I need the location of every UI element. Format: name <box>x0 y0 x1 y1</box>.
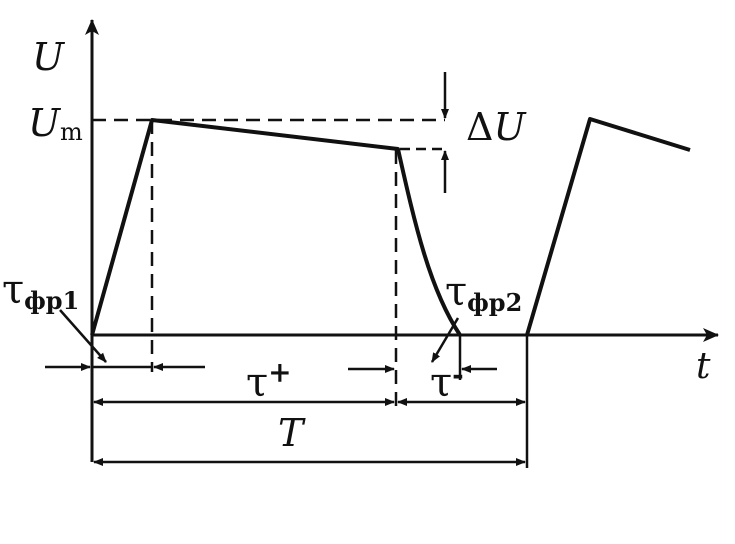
next-pulse-waveform <box>525 117 691 336</box>
tau-minus-main: τ <box>430 360 452 406</box>
y-axis-label: U <box>32 35 66 79</box>
delta-u-label: ΔU <box>466 105 527 149</box>
delta-u-var: U <box>493 105 527 149</box>
tau-fr2-main: τ <box>445 269 467 315</box>
pulse-waveform <box>90 118 462 337</box>
tau-minus-label: τ- <box>430 358 464 406</box>
tau-minus-sup: - <box>452 358 464 391</box>
um-main: U <box>28 101 62 145</box>
tau-fr2-leader <box>430 317 460 363</box>
x-axis-label: t <box>696 346 711 387</box>
tau-fr1-label: τфр1 <box>2 267 79 315</box>
tau-fr2-sub: фр2 <box>467 288 522 317</box>
um-sub: m <box>60 118 83 146</box>
tau-fr1-sub: фр1 <box>24 286 79 315</box>
tau-fr2-label: τфр2 <box>445 269 522 317</box>
tau-plus-sup: + <box>268 356 291 389</box>
tau-plus-main: τ <box>246 360 268 406</box>
tau-fr1-leader <box>59 309 107 363</box>
tau-plus-label: τ+ <box>246 356 292 406</box>
um-label: Um <box>28 101 83 146</box>
delta-symbol: Δ <box>466 105 493 149</box>
tau-fr1-main: τ <box>2 267 24 313</box>
period-label: T <box>278 411 306 455</box>
